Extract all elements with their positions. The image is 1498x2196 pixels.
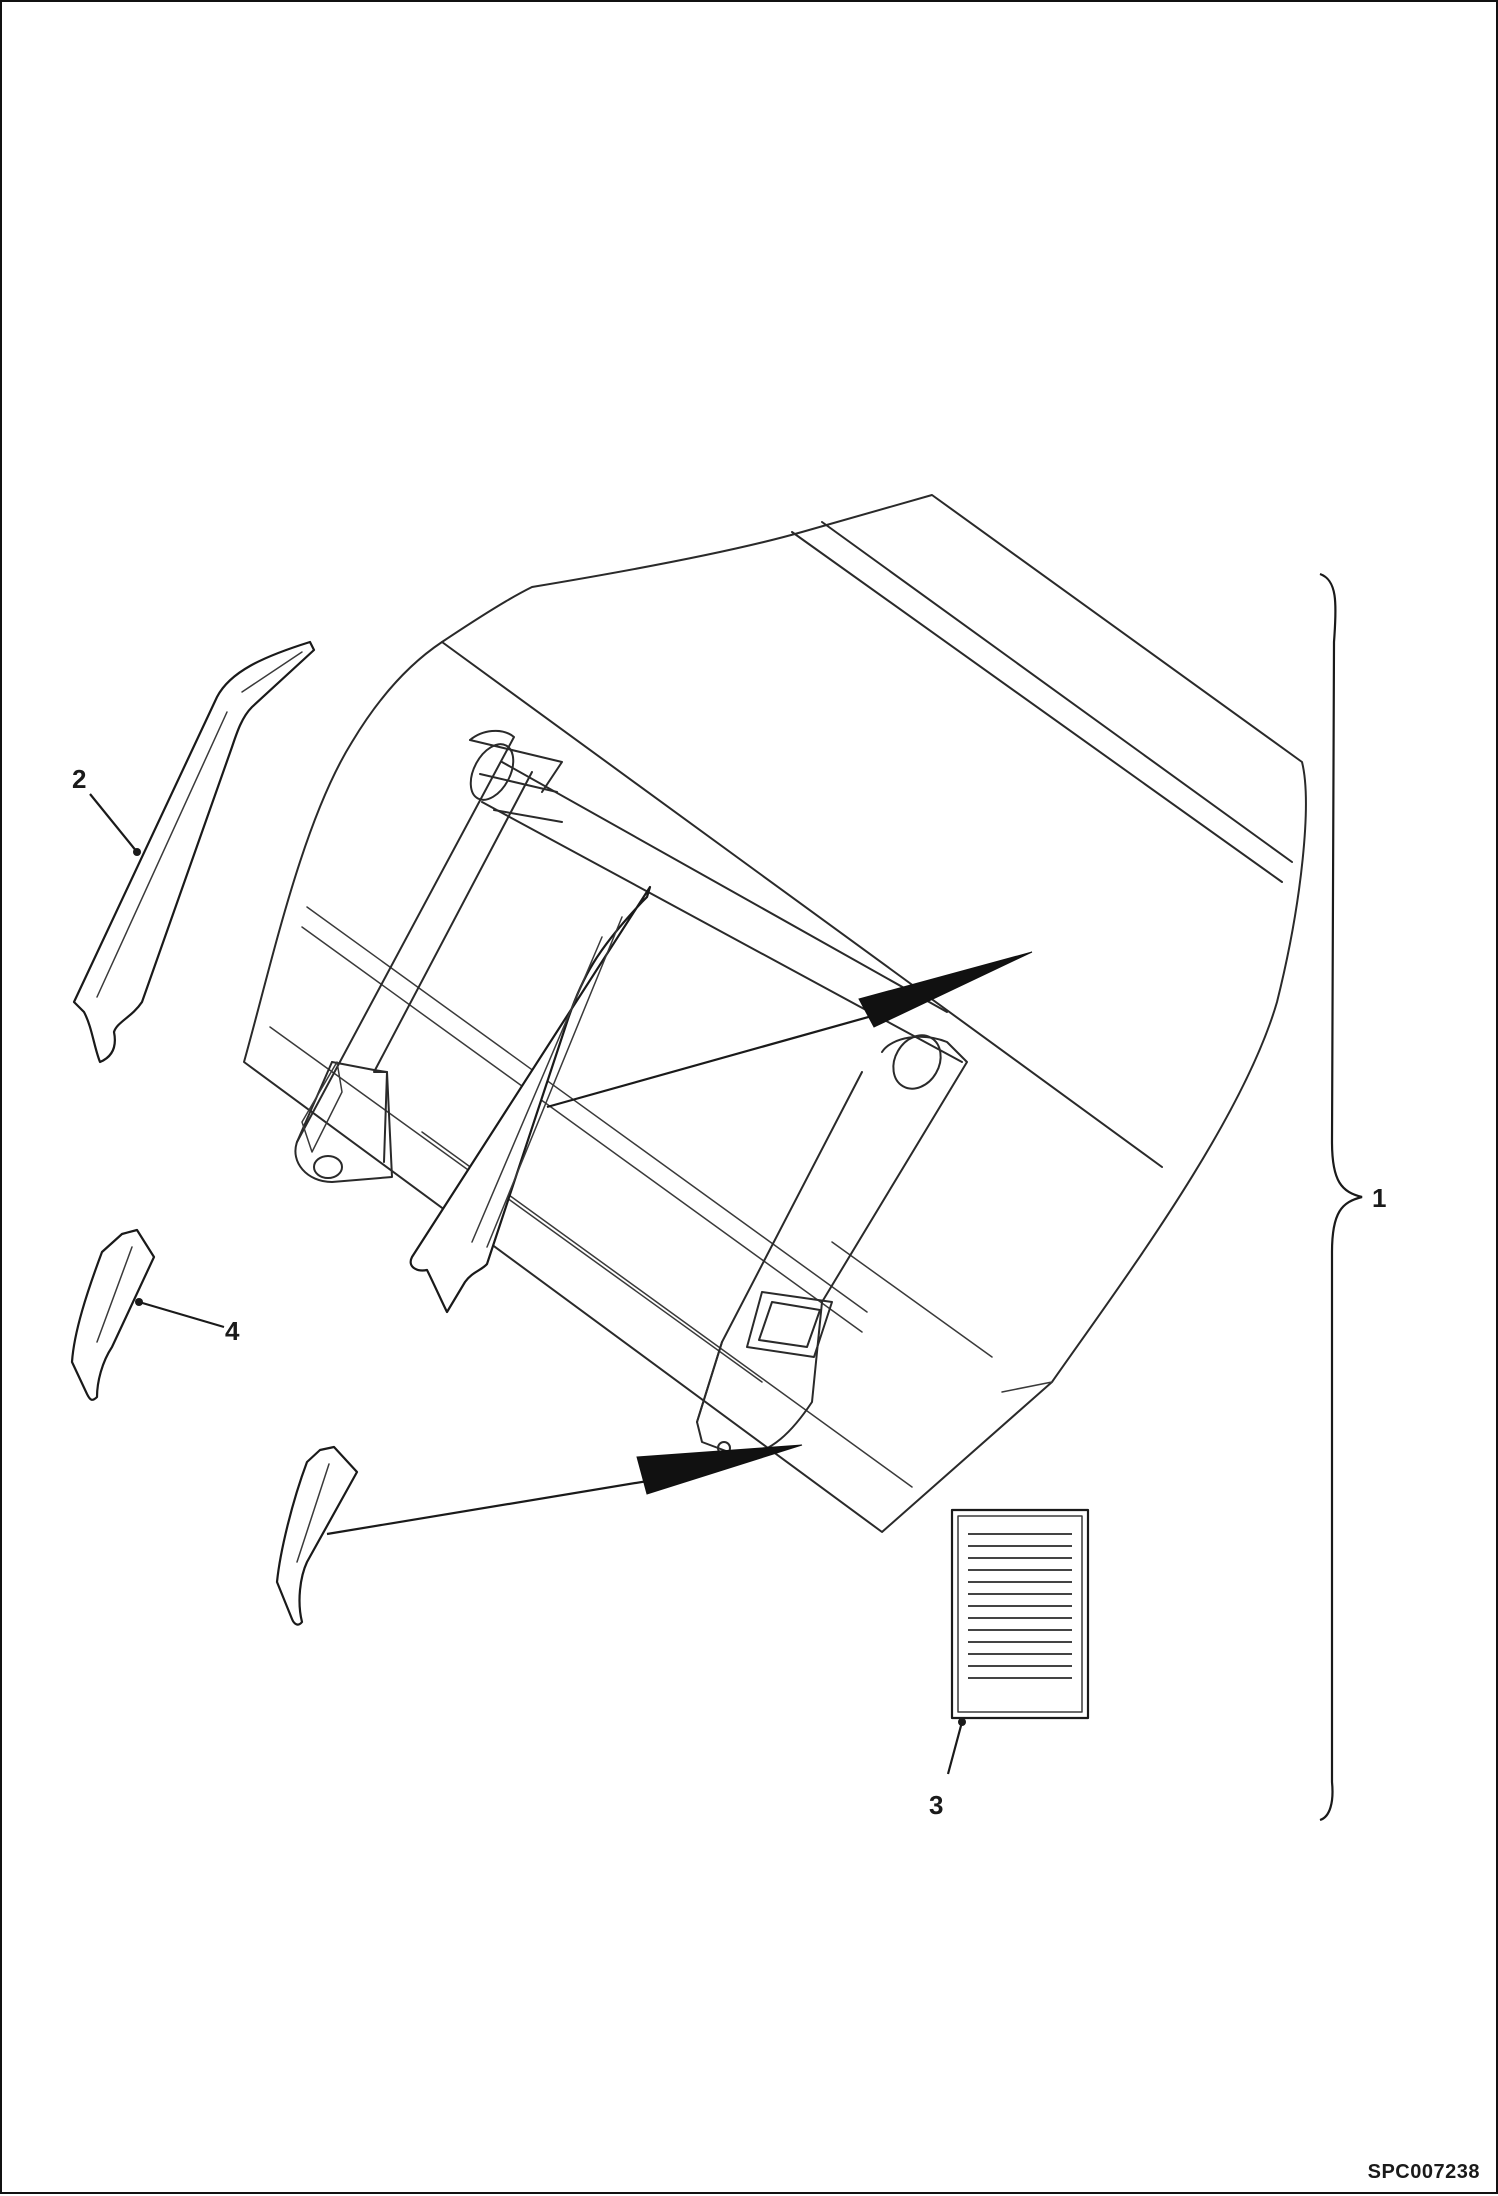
left-mounting-bracket [294,729,563,1183]
leader-lines [89,793,966,1775]
tooth-installed [409,885,652,1314]
callout-2: 2 [72,764,86,794]
callout-4: 4 [225,1316,240,1346]
part-4-tooth [70,1228,156,1401]
bucket-body [243,494,1307,1533]
assembly-brace [1319,572,1363,1822]
callout-1: 1 [1372,1183,1386,1213]
reference-code: SPC007238 [1367,2161,1480,2183]
tooth-lower [275,1445,359,1626]
install-arrow-upper [546,951,1033,1109]
part-3-document [950,1508,1090,1720]
callout-3: 3 [929,1790,943,1820]
install-arrow-lower [326,1444,803,1536]
part-2-tooth [72,640,316,1064]
